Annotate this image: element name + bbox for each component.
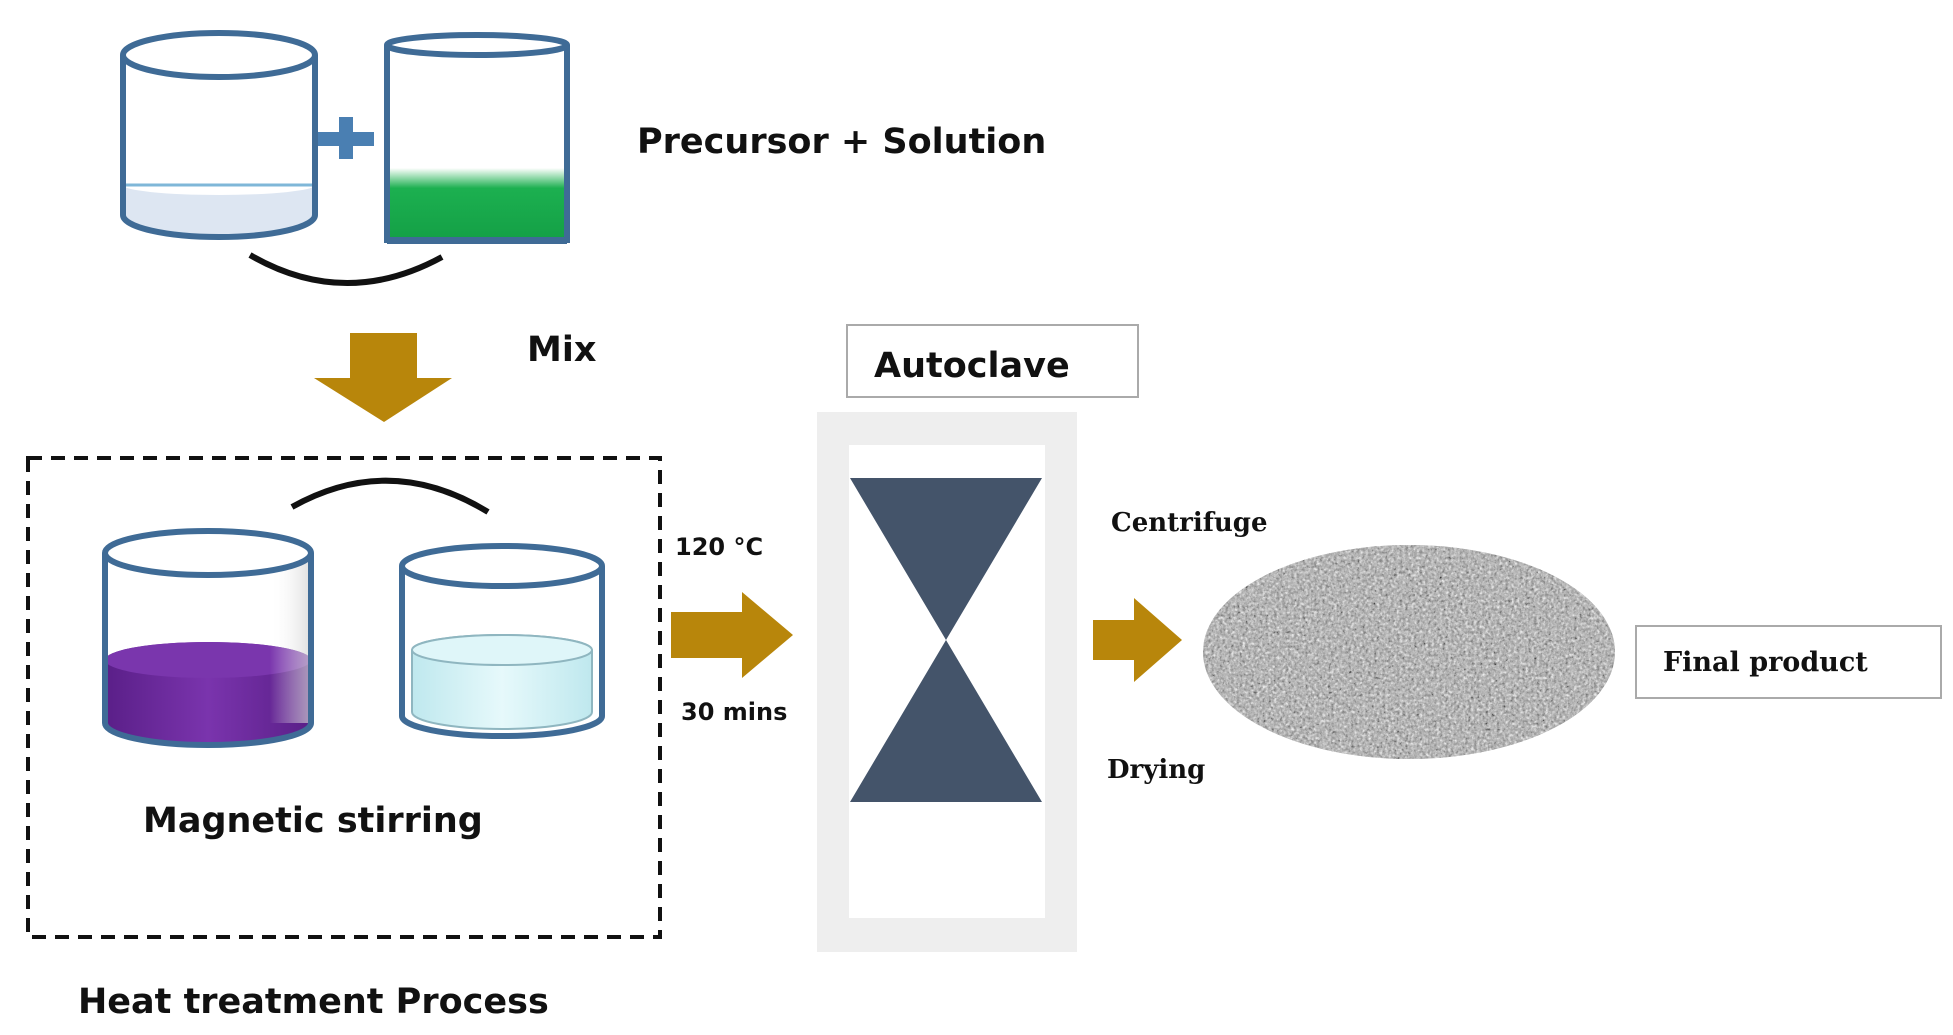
beaker-precursor bbox=[120, 30, 318, 240]
particle-texture-icon bbox=[1203, 545, 1615, 759]
arrow-to-autoclave bbox=[671, 592, 793, 678]
arrow-to-product bbox=[1093, 598, 1182, 682]
precursor-solution-label: Precursor + Solution bbox=[637, 122, 1046, 162]
hourglass-icon bbox=[850, 478, 1042, 802]
beaker-solution bbox=[384, 32, 570, 244]
centrifuge-label: Centrifuge bbox=[1111, 508, 1268, 538]
magnetic-stirring-label: Magnetic stirring bbox=[143, 801, 483, 841]
beaker-cyan bbox=[399, 543, 605, 739]
heat-treatment-process-label: Heat treatment Process bbox=[78, 982, 549, 1022]
connector-arc-stirring bbox=[290, 477, 490, 515]
temperature-label: 120 °C bbox=[675, 533, 763, 561]
autoclave-vessel bbox=[817, 412, 1077, 952]
mix-arrow-down bbox=[314, 333, 452, 422]
connector-arc-top bbox=[248, 252, 444, 286]
duration-label: 30 mins bbox=[681, 698, 787, 726]
beaker-purple bbox=[102, 528, 314, 748]
final-product-box: Final product bbox=[1635, 625, 1942, 699]
drying-label: Drying bbox=[1107, 755, 1205, 785]
mix-label: Mix bbox=[527, 330, 597, 370]
autoclave-title-box: Autoclave bbox=[846, 324, 1139, 398]
heat-treatment-dashed-box bbox=[26, 456, 662, 939]
final-product-label: Final product bbox=[1663, 647, 1868, 678]
autoclave-label: Autoclave bbox=[874, 346, 1070, 386]
plus-icon bbox=[318, 117, 374, 159]
